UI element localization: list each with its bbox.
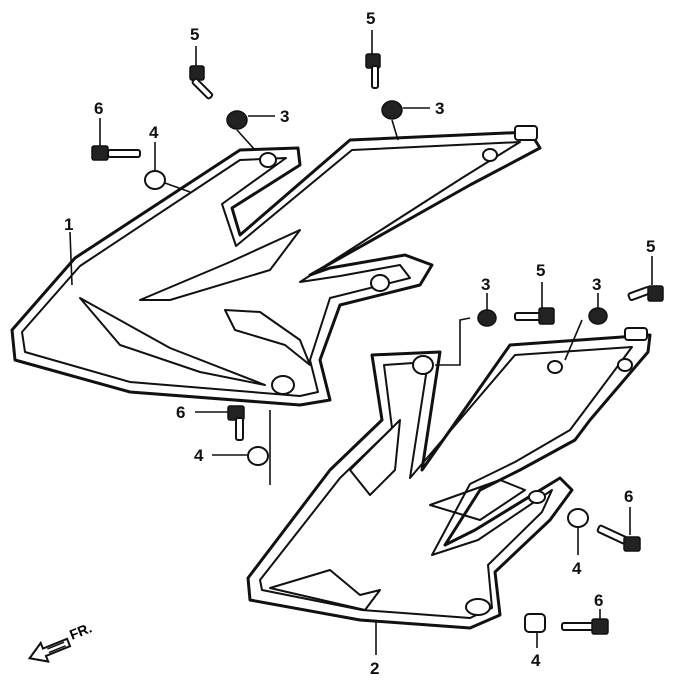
callout-bolt-6-upper: 6 bbox=[94, 99, 103, 118]
front-direction-indicator: FR. bbox=[27, 619, 94, 663]
front-direction-arrow-icon bbox=[27, 637, 72, 663]
callout-bolt-6-lower-b: 6 bbox=[594, 591, 603, 610]
bolt-6-lower-a[interactable] bbox=[596, 524, 641, 552]
callout-part-1: 1 bbox=[64, 215, 73, 234]
collar-3-right-b[interactable] bbox=[564, 307, 608, 361]
callout-collar-3-upper-left: 3 bbox=[280, 107, 289, 126]
leader-part-1 bbox=[69, 231, 73, 286]
callout-grommet-4-lower-a: 4 bbox=[572, 559, 582, 578]
callout-part-2: 2 bbox=[370, 659, 379, 678]
bolt-5-right-a[interactable] bbox=[514, 307, 555, 325]
callout-bolt-5-right-b: 5 bbox=[646, 237, 655, 256]
callout-collar-3-upper-right: 3 bbox=[435, 99, 444, 118]
callout-bolt-6-lower-a: 6 bbox=[624, 487, 633, 506]
callout-bolt-6-mid: 6 bbox=[176, 403, 185, 422]
grommet-4-upper[interactable] bbox=[144, 170, 191, 193]
bolt-5-upper-right[interactable] bbox=[365, 30, 381, 89]
bolt-6-lower-b[interactable] bbox=[561, 618, 609, 635]
callout-grommet-4-upper: 4 bbox=[149, 123, 159, 142]
callout-grommet-4-mid: 4 bbox=[194, 446, 204, 465]
grommet-4-lower-a[interactable] bbox=[567, 508, 589, 555]
bolt-6-mid[interactable] bbox=[227, 405, 245, 441]
bolt-6-upper[interactable] bbox=[91, 118, 141, 161]
front-direction-label: FR. bbox=[67, 619, 94, 642]
callout-bolt-5-right-a: 5 bbox=[536, 261, 545, 280]
collar-3-upper-right[interactable] bbox=[381, 100, 403, 141]
bolt-5-upper-left[interactable] bbox=[189, 46, 214, 100]
callout-grommet-4-lower-b: 4 bbox=[531, 651, 541, 670]
grommet-4-lower-b[interactable] bbox=[524, 613, 546, 648]
callout-bolt-5-upper-right: 5 bbox=[366, 9, 375, 28]
callout-collar-3-right-a: 3 bbox=[481, 275, 490, 294]
callout-bolt-5-upper-left: 5 bbox=[190, 25, 199, 44]
grommet-4-mid[interactable] bbox=[247, 410, 271, 485]
collar-3-right-a[interactable] bbox=[435, 309, 497, 366]
shroud-part-2[interactable] bbox=[246, 327, 652, 630]
shroud-part-1[interactable] bbox=[10, 125, 542, 407]
callout-collar-3-right-b: 3 bbox=[592, 275, 601, 294]
bolt-5-right-b[interactable] bbox=[627, 285, 664, 302]
collar-3-upper-left[interactable] bbox=[226, 110, 256, 151]
